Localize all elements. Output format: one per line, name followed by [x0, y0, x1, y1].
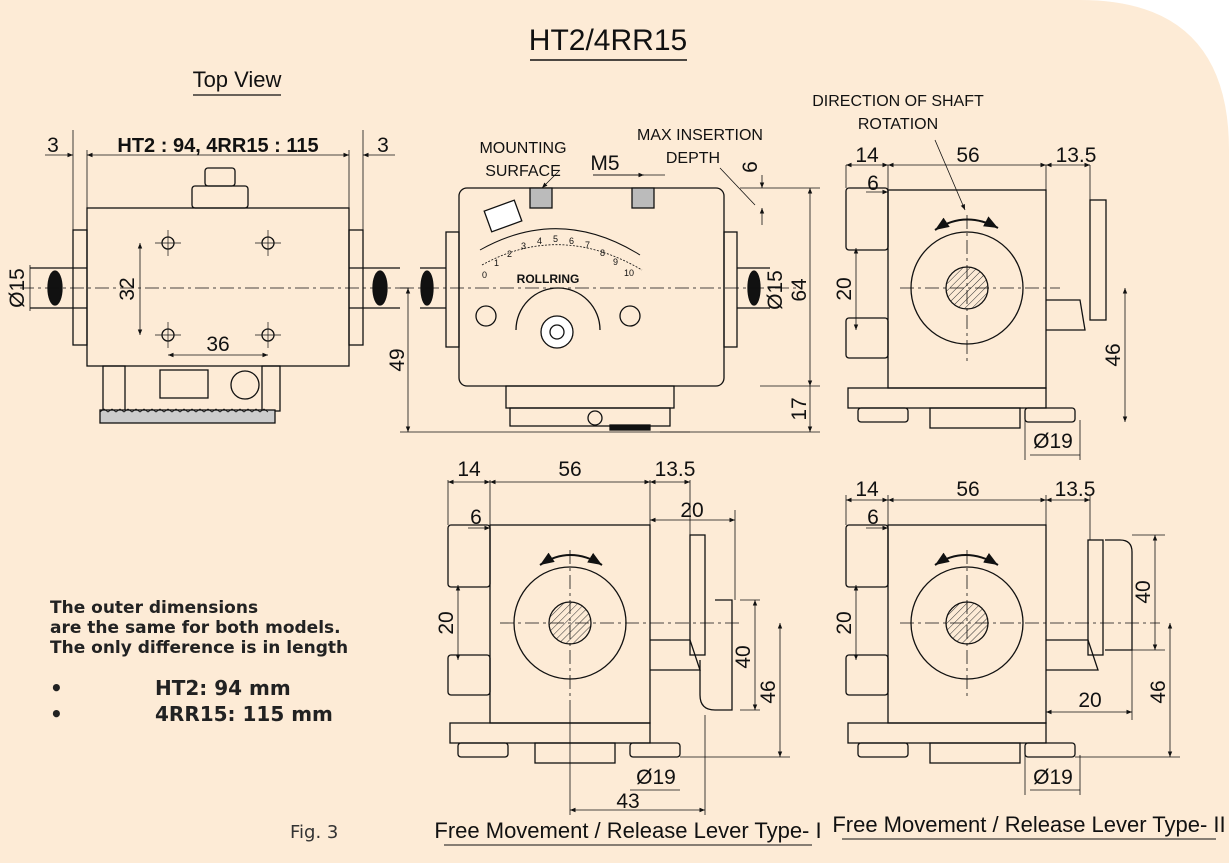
max-insertion-label-1: MAX INSERTION: [637, 127, 763, 144]
note-line-1: The outer dimensions: [50, 598, 259, 618]
center-height-dim: 49: [386, 348, 409, 371]
note-line-2: are the same for both models.: [50, 618, 341, 638]
note-line-3: The only difference is in length: [50, 638, 349, 658]
top-view: Top View: [6, 67, 410, 424]
page-corner: [1080, 0, 1229, 150]
lever1-dim-19: Ø19: [636, 766, 676, 789]
svg-text:6: 6: [569, 236, 574, 246]
side-dim-20: 20: [833, 277, 856, 300]
mounting-label-2: SURFACE: [485, 163, 561, 180]
lever2-dim-13-5: 13.5: [1055, 478, 1096, 501]
bullet-4rr15: •4RR15: 115 mm: [50, 702, 333, 726]
figure-label: Fig. 3: [290, 822, 339, 843]
lever1-dim-14: 14: [457, 458, 481, 481]
rotation-label-1: DIRECTION OF SHAFT: [812, 93, 984, 110]
thread-label: M5: [590, 152, 619, 175]
front-view: ROLLRING 0 1 2 3 4 5 6 7 8 9 10: [386, 127, 820, 433]
side-dim-46: 46: [1102, 343, 1125, 366]
lever1-dim-20: 20: [435, 611, 458, 634]
side-view: DIRECTION OF SHAFT ROTATION 14 56 13.5 6…: [812, 93, 1128, 460]
lever1-dim-13-5: 13.5: [655, 458, 696, 481]
top-dim-right: 3: [377, 134, 389, 157]
bullet-ht2: •HT2: 94 mm: [50, 676, 291, 700]
side-dim-56: 56: [956, 144, 979, 167]
lever2-caption: Free Movement / Release Lever Type- II: [832, 812, 1225, 837]
lever2-dim-6: 6: [867, 506, 879, 529]
svg-text:2: 2: [507, 249, 512, 259]
svg-text:3: 3: [521, 241, 526, 251]
lever1-caption: Free Movement / Release Lever Type- I: [434, 818, 821, 843]
front-height-dim: 64: [788, 278, 811, 302]
side-dim-14: 14: [855, 144, 879, 167]
svg-text:4: 4: [537, 236, 542, 246]
lever2-dim-20-bottom: 20: [1078, 689, 1101, 712]
front-shaft-dim: Ø15: [764, 270, 787, 310]
top-hole-h-dim: 36: [206, 333, 229, 356]
max-insertion-label-2: DEPTH: [666, 150, 720, 167]
lever2-dim-19: Ø19: [1033, 766, 1073, 789]
top-view-label: Top View: [193, 67, 282, 92]
lever-type-2-view: 14 56 13.5 6 20 40 20 46 Ø19 Free Moveme…: [832, 478, 1226, 840]
lever1-dim-43: 43: [616, 790, 639, 813]
brand-label: ROLLRING: [517, 272, 580, 286]
top-dim-left: 3: [47, 134, 59, 157]
lever1-dim-20-top: 20: [680, 499, 703, 522]
lever2-dim-14: 14: [855, 478, 879, 501]
side-dim-6: 6: [867, 172, 879, 195]
svg-text:5: 5: [553, 234, 558, 244]
svg-text:9: 9: [613, 257, 618, 267]
lever2-dim-56: 56: [956, 478, 979, 501]
lever1-dim-56: 56: [558, 458, 581, 481]
base-height-dim: 17: [788, 397, 811, 420]
page-title: HT2/4RR15: [529, 24, 687, 57]
top-hole-v-dim: 32: [116, 277, 139, 300]
svg-text:8: 8: [600, 248, 605, 258]
svg-text:0: 0: [482, 270, 487, 280]
lever2-dim-40: 40: [1132, 580, 1155, 603]
mounting-label-1: MOUNTING: [479, 140, 566, 157]
lever1-dim-40: 40: [732, 645, 755, 668]
top-length-label: HT2 : 94, 4RR15 : 115: [117, 135, 318, 157]
svg-text:1: 1: [494, 258, 499, 268]
dial-scale: 0 1 2 3 4 5 6 7 8 9 10: [482, 234, 634, 280]
lever2-dim-20: 20: [833, 611, 856, 634]
rotation-label-2: ROTATION: [858, 116, 938, 133]
top-shaft-dim: Ø15: [6, 268, 29, 308]
lever2-dim-46: 46: [1147, 680, 1170, 703]
side-dim-19: Ø19: [1033, 430, 1073, 453]
side-dim-13-5: 13.5: [1056, 144, 1097, 167]
lever1-dim-6: 6: [470, 506, 482, 529]
svg-text:10: 10: [624, 268, 634, 278]
lever1-dim-46: 46: [757, 680, 780, 703]
lever-type-1-view: 14 56 13.5 20 6 20 40 46 Ø19 43 Free Mov…: [434, 458, 822, 846]
dimension-note: The outer dimensions are the same for bo…: [50, 598, 348, 658]
insertion-depth-dim: 6: [739, 161, 762, 173]
svg-text:7: 7: [585, 240, 590, 250]
